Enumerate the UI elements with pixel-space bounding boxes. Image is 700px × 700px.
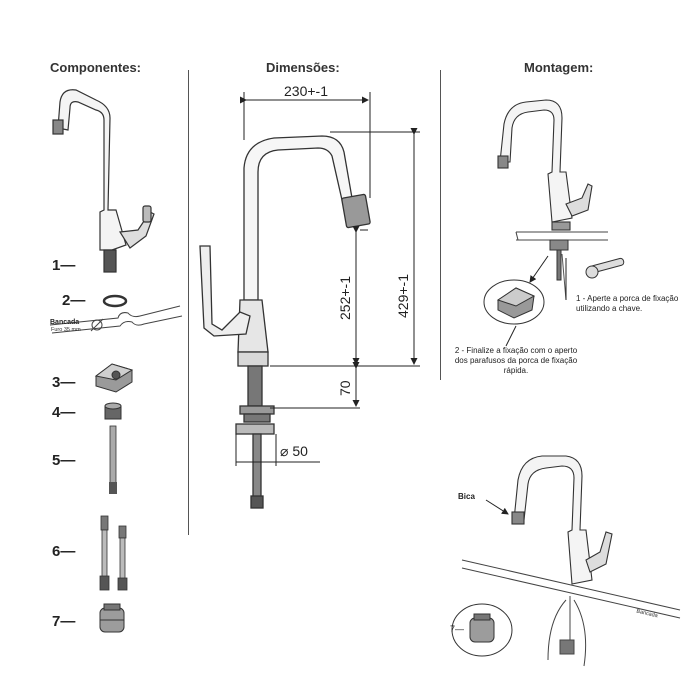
component-number-2: 2— [62, 292, 86, 309]
faucet-component-1 [52, 89, 155, 273]
dim-base-diameter: ⌀ 50 [280, 443, 308, 459]
assembly-step-2: 2 - Finalize a fixação com o aperto dos … [454, 346, 578, 375]
spout-label: Bica [458, 492, 475, 501]
dimension-lines [235, 92, 420, 466]
faucet-dimension-drawing [199, 135, 371, 509]
dim-width: 230+-1 [284, 83, 328, 99]
dim-total-height: 429+-1 [395, 274, 411, 318]
component-number-4: 4— [52, 404, 76, 421]
separator-right [440, 70, 441, 380]
assembly-arrows [505, 255, 567, 347]
hoses-component-6 [99, 515, 128, 591]
separator-left [188, 70, 189, 535]
threaded-rod-component-5 [109, 425, 117, 494]
assembly-hoses [547, 596, 587, 667]
component-number-3: 3— [52, 374, 76, 391]
wrench-tool [585, 257, 625, 279]
dim-base-height: 70 [337, 380, 353, 396]
quick-nut-component-7 [99, 603, 125, 633]
section-title-components: Componentes: [50, 60, 141, 75]
o-ring-component-2 [102, 294, 128, 308]
section-title-assembly: Montagem: [524, 60, 594, 75]
assembly-nut [549, 239, 569, 301]
component-number-5: 5— [52, 452, 76, 469]
component-number-1: 1— [52, 257, 76, 274]
assembly-counter [515, 231, 608, 241]
assembly-counter-bottom [461, 559, 681, 619]
dim-spout-height: 252+-1 [337, 276, 353, 320]
faucet-assembly-top [497, 99, 593, 231]
hole-label: Furo 35 mm [51, 327, 81, 333]
counter-label: Bancada [50, 319, 80, 326]
component-number-7: 7— [52, 613, 76, 630]
spout-arrow [485, 499, 509, 515]
faucet-assembly-bottom [511, 455, 613, 585]
fixing-nut-component-3 [94, 363, 134, 393]
counter-component [49, 305, 183, 334]
section-title-dimensions: Dimensões: [266, 60, 340, 75]
nut-component-4 [104, 402, 122, 420]
quick-nut-detail [483, 279, 545, 325]
part7-label: 7— [450, 624, 465, 634]
component-number-6: 6— [52, 543, 76, 560]
assembly-step-1: 1 - Aperte a porca de fixação utilizando… [576, 294, 679, 313]
part7-detail [451, 603, 513, 657]
